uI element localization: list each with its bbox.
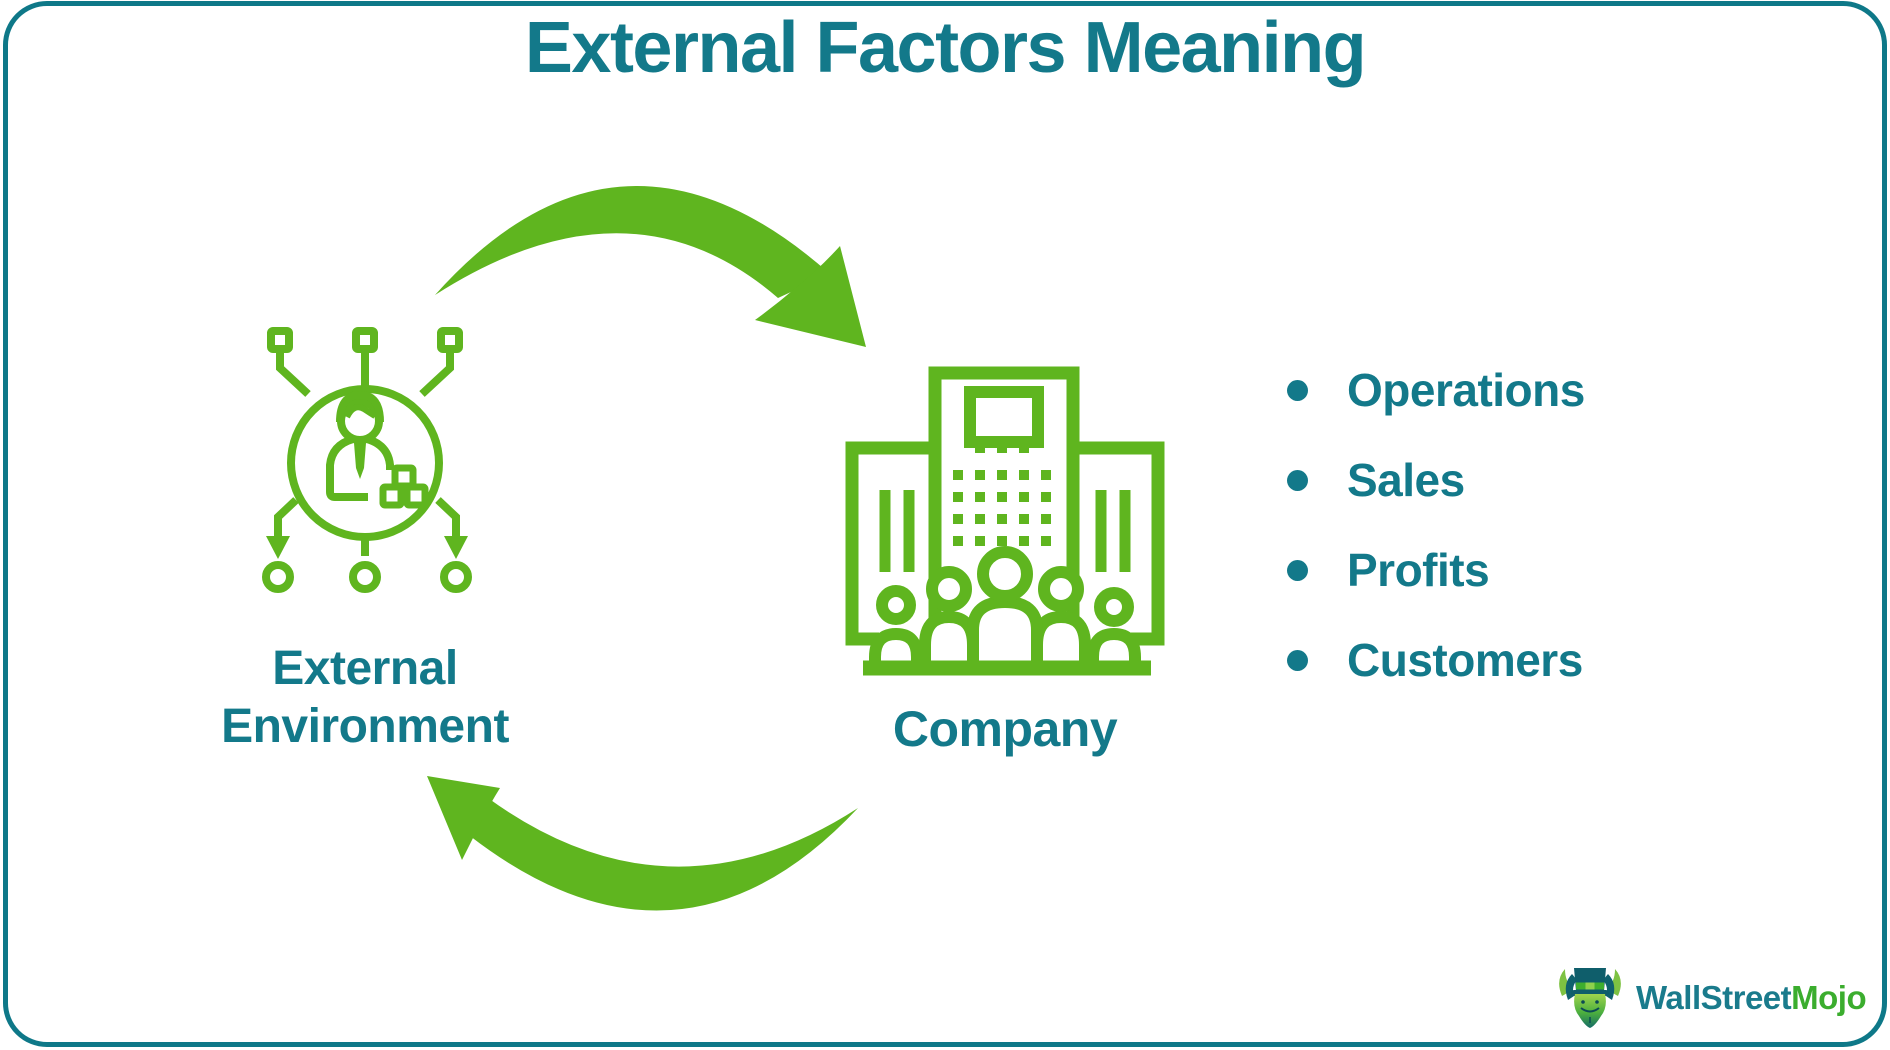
brand-wordmark: WallStreetMojo: [1636, 978, 1867, 1016]
factors-list: Operations Sales Profits Customers: [1287, 345, 1585, 705]
factor-label: Customers: [1347, 634, 1583, 686]
factor-label: Operations: [1347, 364, 1585, 416]
external-environment-label-line1: External: [272, 642, 458, 695]
curved-arrow-top-icon: [435, 185, 866, 347]
factor-item: Sales: [1287, 435, 1585, 525]
page-title: External Factors Meaning: [524, 8, 1367, 88]
bullet-dot: [1287, 469, 1308, 491]
external-environment-icon: [262, 327, 472, 593]
brand-wordmark-primary: WallStreet: [1636, 978, 1792, 1016]
bullet-dot: [1287, 649, 1308, 671]
factor-item: Operations: [1287, 345, 1585, 435]
brand-wordmark-secondary: Mojo: [1791, 978, 1867, 1016]
bullet-dot: [1287, 379, 1308, 401]
curved-arrow-bottom-icon: [427, 776, 858, 911]
factor-label: Sales: [1347, 454, 1465, 506]
factor-label: Profits: [1347, 544, 1490, 596]
wallstreetmojo-bull-mascot-icon: [1559, 968, 1621, 1028]
external-environment-label-line2: Environment: [221, 699, 509, 753]
external-environment-label: External Environment: [150, 640, 580, 755]
brand-logo: WallStreetMojo: [1556, 962, 1867, 1032]
company-label: Company: [892, 701, 1118, 757]
company-building-icon: [845, 366, 1165, 676]
factor-item: Customers: [1287, 615, 1585, 705]
factor-item: Profits: [1287, 525, 1585, 615]
bullet-dot: [1287, 559, 1308, 581]
